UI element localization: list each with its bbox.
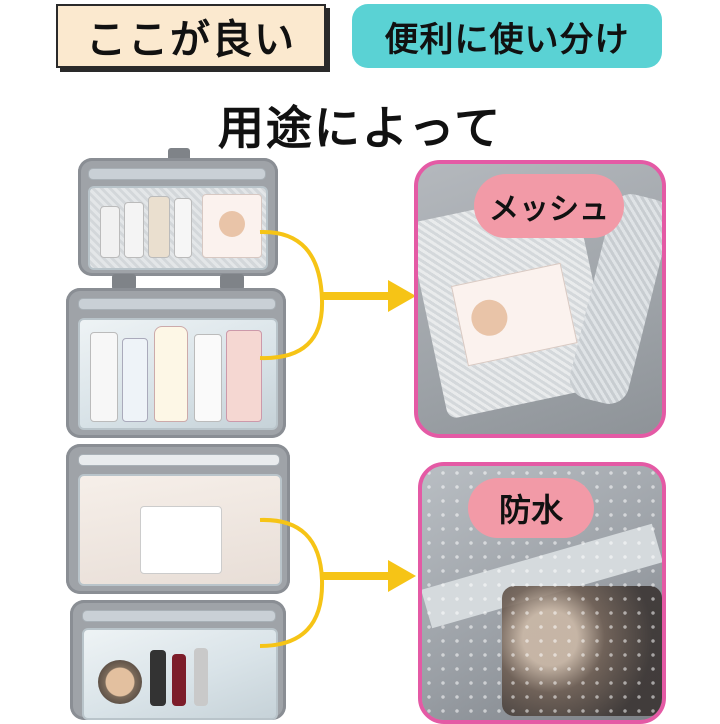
lipstick-item	[172, 654, 186, 706]
compact-item	[98, 660, 142, 704]
bottle-pocket-window	[78, 318, 278, 430]
connector-strap	[112, 274, 136, 290]
makeup-pocket-panel	[70, 600, 286, 720]
cosmetic-box-item	[202, 194, 262, 258]
hanging-toiletry-bag-photo	[50, 148, 310, 720]
bottle-item	[90, 332, 118, 422]
convenient-use-label: 便利に使い分け	[384, 19, 630, 60]
mesh-label-bubble: メッシュ	[474, 174, 624, 238]
mesh-label: メッシュ	[489, 192, 609, 227]
bottle-item	[148, 196, 170, 258]
clear-pocket-window	[78, 474, 282, 586]
waterproof-label: 防水	[498, 491, 563, 529]
top-mesh-pocket-panel	[78, 158, 278, 276]
bottle-item	[154, 326, 188, 422]
clear-pocket-zipper	[78, 454, 280, 466]
lipstick-item	[150, 650, 166, 706]
cotton-pack-item	[140, 506, 222, 574]
makeup-pocket-zipper	[82, 610, 276, 622]
waterproof-arrow	[259, 517, 416, 648]
bottle-item	[226, 330, 262, 422]
bottle-item	[100, 206, 120, 258]
top-zipper	[88, 168, 266, 180]
good-points-label: ここが良い	[86, 16, 296, 63]
top-mesh-window	[88, 186, 268, 270]
convenient-use-tag: 便利に使い分け	[352, 4, 662, 68]
makeup-pocket-window	[82, 628, 278, 720]
mesh-arrow	[259, 229, 416, 361]
good-points-tag: ここが良い	[56, 4, 326, 68]
connector-strap	[220, 274, 244, 290]
subtitle-by-purpose: 用途によって	[217, 101, 503, 155]
waterproof-label-bubble: 防水	[468, 478, 594, 538]
lipstick-item	[194, 648, 208, 706]
bottle-item	[124, 202, 144, 258]
cosmetic-box-item	[450, 262, 578, 367]
bottle-item	[174, 198, 192, 258]
waterproof-closeup-callout: 防水	[418, 462, 666, 724]
bottle-pocket-panel	[66, 288, 286, 438]
bottle-item	[194, 334, 222, 422]
bottle-pocket-zipper	[78, 298, 276, 310]
bottle-item	[122, 338, 148, 422]
mesh-closeup-callout: メッシュ	[414, 160, 666, 438]
clear-pocket-panel	[66, 444, 290, 594]
